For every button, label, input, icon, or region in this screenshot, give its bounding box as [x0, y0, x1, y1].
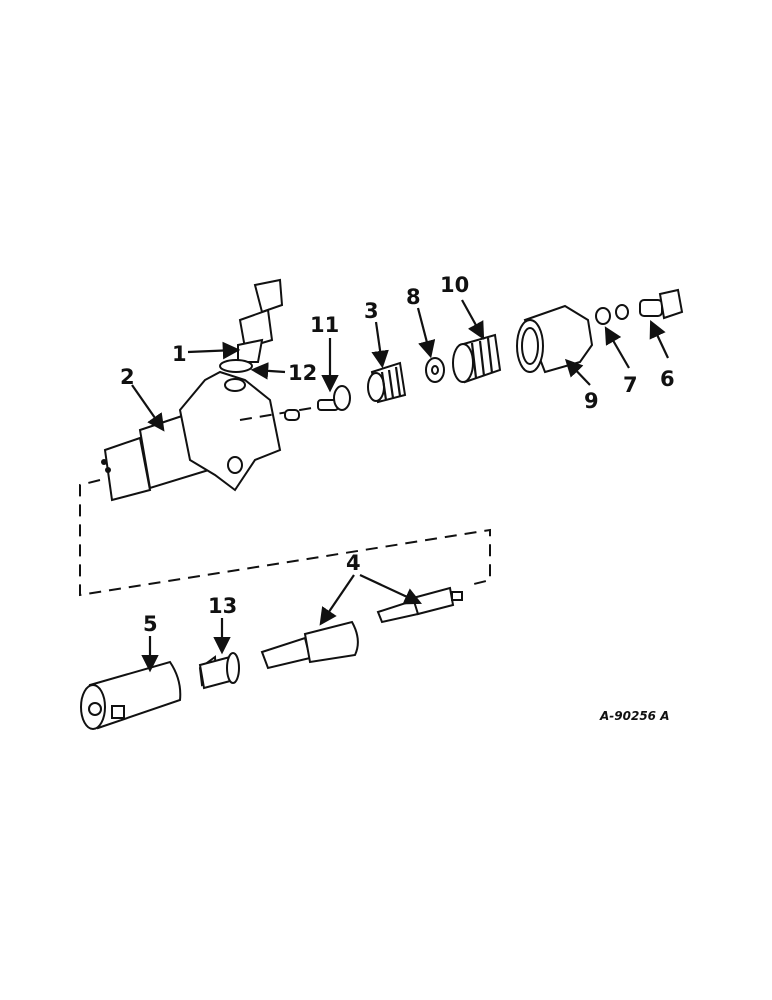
- part-11-spindle: [317, 385, 351, 411]
- callout-9: 9: [584, 389, 599, 413]
- part-12-gasket: [219, 359, 253, 373]
- part-1-fitting: [237, 278, 284, 363]
- assembly-guide-line: [79, 479, 491, 597]
- part-6-screw: [639, 288, 684, 320]
- part-9-cap-nut: [516, 304, 594, 374]
- callout-10: 10: [440, 273, 469, 297]
- callout-7: 7: [623, 373, 638, 397]
- drawing-number: A-90256 A: [599, 709, 669, 723]
- callout-5: 5: [143, 612, 158, 636]
- part-7-washer: [595, 307, 611, 325]
- callout-4: 4: [346, 551, 361, 575]
- part-5-nozzle-nut: [80, 660, 182, 730]
- part-4-nozzle: [260, 586, 463, 670]
- callout-13: 13: [208, 594, 237, 618]
- callout-8: 8: [406, 285, 421, 309]
- callout-arrows: [131, 299, 669, 673]
- part-10-threaded-sleeve: [452, 333, 502, 384]
- callout-2: 2: [120, 365, 135, 389]
- part-2-injector-body: [101, 370, 282, 502]
- part-3-spring: [367, 361, 407, 404]
- callout-6: 6: [660, 367, 675, 391]
- callout-12: 12: [288, 361, 317, 385]
- pin: [284, 409, 300, 421]
- callout-1: 1: [172, 342, 187, 366]
- part-13-sleeve: [198, 652, 240, 690]
- callout-11: 11: [310, 313, 339, 337]
- callout-3: 3: [364, 299, 379, 323]
